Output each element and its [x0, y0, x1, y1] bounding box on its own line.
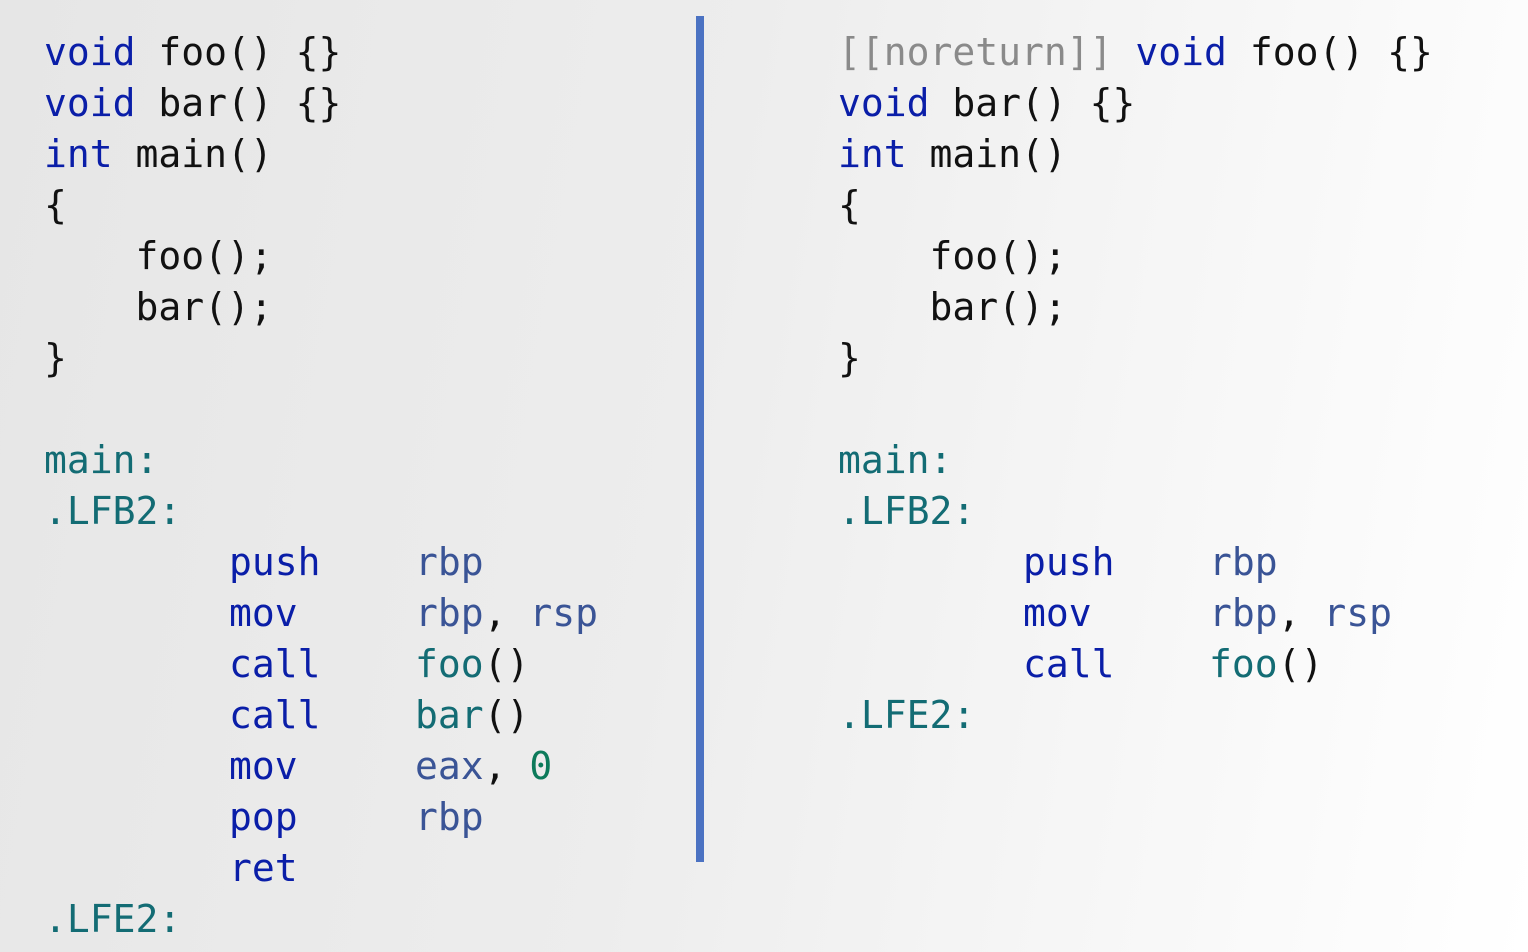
source-line: [[noreturn]] void foo() {}: [838, 27, 1433, 78]
asm-opcode: push: [1023, 540, 1115, 584]
asm-operands: rbp: [415, 792, 484, 843]
source-line: foo();: [838, 231, 1067, 282]
number-token: 0: [529, 744, 553, 788]
asm-opcode: call: [229, 693, 321, 737]
punctuation-token: ,: [483, 744, 530, 788]
register-token: rbp: [415, 795, 484, 839]
function-token: bar: [415, 693, 484, 737]
source-text: bar();: [44, 285, 273, 329]
source-text: foo();: [838, 234, 1067, 278]
asm-opcode: call: [1023, 642, 1115, 686]
attribute-token: [[noreturn]]: [838, 30, 1113, 74]
keyword-token: int: [44, 132, 113, 176]
source-text: main(): [112, 132, 273, 176]
keyword-token: void: [44, 81, 136, 125]
asm-label-lfb2: .LFB2:: [838, 489, 976, 533]
punctuation-token: (): [483, 693, 530, 737]
source-text: {: [44, 183, 67, 227]
asm-opcode: mov: [229, 591, 298, 635]
source-line: bar();: [838, 282, 1067, 333]
keyword-token: void: [1112, 30, 1227, 74]
source-text: {: [838, 183, 861, 227]
asm-label-main: main:: [838, 438, 953, 482]
asm-opcode: ret: [229, 846, 298, 890]
asm-label-lfb2: .LFB2:: [44, 489, 182, 533]
asm-operands: rbp: [415, 537, 484, 588]
punctuation-token: (): [1277, 642, 1324, 686]
register-token: rsp: [1323, 591, 1393, 635]
asm-label-lfe2: .LFE2:: [838, 693, 976, 737]
source-text: }: [838, 336, 861, 380]
asm-label-main: main:: [44, 438, 159, 482]
asm-opcode: mov: [1023, 591, 1092, 635]
function-token: foo: [415, 642, 484, 686]
source-text: foo() {}: [135, 30, 342, 74]
register-token: eax: [415, 744, 484, 788]
source-line: void bar() {}: [44, 78, 341, 129]
asm-operands: foo(): [415, 639, 529, 690]
asm-operands: rbp, rsp: [1209, 588, 1392, 639]
register-token: rbp: [1209, 591, 1278, 635]
source-line: void bar() {}: [838, 78, 1135, 129]
punctuation-token: ,: [483, 591, 530, 635]
source-line: }: [838, 333, 861, 384]
punctuation-token: (): [483, 642, 530, 686]
asm-label-lfe2: .LFE2:: [44, 897, 182, 941]
asm-operands: bar(): [415, 690, 529, 741]
function-token: foo: [1209, 642, 1278, 686]
source-text: bar() {}: [135, 81, 342, 125]
source-line: void foo() {}: [44, 27, 341, 78]
keyword-token: int: [838, 132, 907, 176]
source-line: bar();: [44, 282, 273, 333]
asm-opcode: mov: [229, 744, 298, 788]
punctuation-token: ,: [1277, 591, 1324, 635]
keyword-token: void: [838, 81, 930, 125]
source-line: }: [44, 333, 67, 384]
source-text: bar();: [838, 285, 1067, 329]
keyword-token: void: [44, 30, 136, 74]
register-token: rbp: [415, 540, 484, 584]
register-token: rbp: [1209, 540, 1278, 584]
source-line: {: [44, 180, 67, 231]
register-token: rsp: [529, 591, 599, 635]
source-text: foo() {}: [1226, 30, 1433, 74]
asm-opcode: pop: [229, 795, 298, 839]
asm-opcode: push: [229, 540, 321, 584]
source-text: bar() {}: [929, 81, 1136, 125]
source-line: int main(): [838, 129, 1067, 180]
asm-operands: rbp, rsp: [415, 588, 598, 639]
source-line: {: [838, 180, 861, 231]
source-line: int main(): [44, 129, 273, 180]
source-text: }: [44, 336, 67, 380]
source-line: foo();: [44, 231, 273, 282]
left-code-panel: void foo() {}void bar() {}int main(){ fo…: [0, 0, 698, 952]
asm-operands: eax, 0: [415, 741, 552, 792]
asm-operands: rbp: [1209, 537, 1278, 588]
panel-divider: [696, 16, 704, 862]
asm-operands: foo(): [1209, 639, 1323, 690]
register-token: rbp: [415, 591, 484, 635]
source-text: main(): [906, 132, 1067, 176]
right-code-panel: [[noreturn]] void foo() {}void bar() {}i…: [704, 0, 1528, 952]
asm-opcode: call: [229, 642, 321, 686]
source-text: foo();: [44, 234, 273, 278]
